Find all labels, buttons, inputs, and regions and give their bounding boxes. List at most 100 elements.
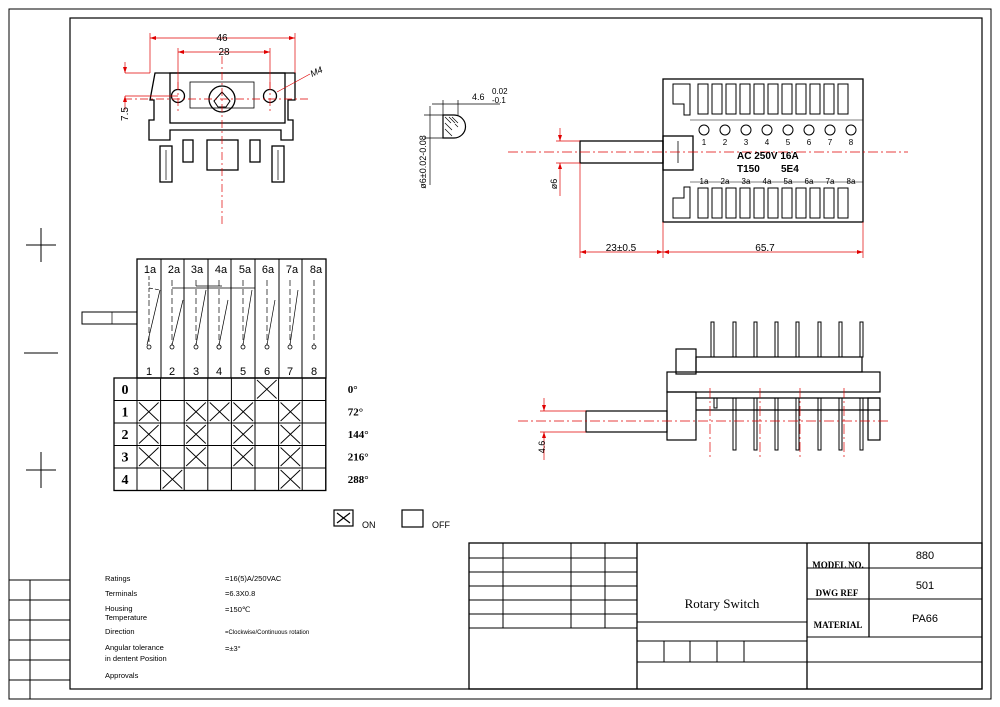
- spec-label-ratings: Ratings: [105, 574, 131, 583]
- schematic-top-labels: 1a 2a 3a 4a 5a 6a 7a 8a: [144, 264, 323, 276]
- table-position-label: 4: [122, 473, 129, 488]
- dim-shaft-dia-vertical: ø6±0.02-0.08: [418, 135, 428, 188]
- table-on-cross: [256, 379, 277, 399]
- schematic-bottom-label: 1: [146, 366, 152, 378]
- schematic-bottom-label: 2: [169, 366, 175, 378]
- side-pin-letter: 1a: [700, 177, 709, 186]
- side-pin-letter: 6a: [805, 177, 814, 186]
- material-label: MATERIAL: [814, 620, 863, 630]
- table-on-cross: [138, 424, 159, 444]
- table-on-cross: [209, 402, 230, 422]
- side-pin-number: 5: [786, 138, 791, 147]
- table-on-cross: [138, 402, 159, 422]
- spec-label-approvals: Approvals: [105, 671, 139, 680]
- legend-on-box: [333, 509, 354, 527]
- sheet-border-outer: [8, 8, 992, 700]
- drawing-title: Rotary Switch: [685, 596, 760, 611]
- left-margin-blocks: [9, 579, 70, 699]
- side-pin-number: 6: [807, 138, 812, 147]
- table-on-cross: [280, 447, 301, 467]
- table-on-cross: [185, 447, 207, 467]
- table-angle-label: 72°: [348, 407, 363, 419]
- model-label: MODEL NO.: [812, 560, 864, 570]
- schematic-bottom-label: 3: [193, 366, 199, 378]
- spec-value-housing: =150℃: [225, 605, 251, 614]
- title-block: [468, 542, 983, 690]
- shaft-section-dims: [424, 100, 500, 185]
- side-pin-number: 4: [765, 138, 770, 147]
- spec-label-terminals: Terminals: [105, 589, 137, 598]
- spec-value-direction: =Clockwise/Continuous rotation: [225, 630, 309, 636]
- schematic-bottom-label: 5: [240, 366, 246, 378]
- front-view: [148, 72, 296, 183]
- schematic-top-label: 2a: [168, 264, 181, 276]
- schematic-top-label: 7a: [286, 264, 299, 276]
- side-view: [579, 78, 864, 223]
- table-position-label: 3: [122, 451, 129, 466]
- dwg-label: DWG REF: [816, 588, 859, 598]
- dim-shaft-dia-side: ø6: [549, 179, 559, 190]
- table-on-cross: [138, 447, 159, 467]
- model-value: 880: [916, 550, 934, 562]
- schematic-terminal-dots: [146, 344, 317, 350]
- side-view-dim-arrows: [558, 135, 863, 254]
- side-pin-numbers: 1 2 3 4 5 6 7 8: [702, 138, 854, 147]
- dim-7-5: 7.5: [120, 107, 131, 121]
- table-on-cross: [185, 402, 207, 422]
- side-pin-number: 8: [849, 138, 854, 147]
- rating-line-1: AC 250V 16A: [737, 151, 799, 162]
- table-on-cross: [280, 424, 301, 444]
- rating-line-2b: 5E4: [781, 164, 799, 175]
- table-on-cross: [233, 447, 254, 467]
- dim-46: 46: [216, 33, 228, 44]
- legend-on-label: ON: [362, 520, 376, 530]
- table-angle-label: 216°: [348, 452, 369, 464]
- legend-off-box: [401, 509, 424, 528]
- schematic-bottom-labels: 1 2 3 4 5 6 7 8: [146, 366, 317, 378]
- side-pin-number: 2: [723, 138, 728, 147]
- bottom-view: [585, 321, 881, 451]
- table-on-cross: [162, 469, 183, 489]
- dwg-value: 501: [916, 580, 934, 592]
- schematic-top-label: 3a: [191, 264, 204, 276]
- front-dimensions: [124, 33, 311, 110]
- dim-shaft-flat-tol-up: 0.02: [492, 87, 508, 96]
- schematic: [81, 258, 327, 379]
- table-position-label: 1: [122, 406, 129, 421]
- bottom-view-dim-arrows: [542, 405, 546, 438]
- schematic-top-label: 1a: [144, 264, 157, 276]
- dim-shaft-length: 23±0.5: [606, 243, 637, 254]
- table-angle-label: 288°: [348, 474, 369, 486]
- side-pin-number: 1: [702, 138, 707, 147]
- table-angle-label: 0°: [348, 384, 358, 396]
- side-pin-letter: 3a: [742, 177, 751, 186]
- table-angle-label: 144°: [348, 429, 369, 441]
- material-value: PA66: [912, 613, 938, 625]
- side-pin-letter: 4a: [763, 177, 772, 186]
- front-dimension-arrows: [123, 36, 295, 102]
- side-pin-number: 7: [828, 138, 833, 147]
- side-pin-number: 3: [744, 138, 749, 147]
- schematic-bottom-label: 4: [216, 366, 222, 378]
- dim-shaft-flat-side: 4.6: [537, 441, 547, 454]
- table-on-cross: [233, 424, 254, 444]
- schematic-bottom-label: 6: [264, 366, 270, 378]
- schematic-top-label: 6a: [262, 264, 275, 276]
- dim-body-length: 65.7: [755, 243, 775, 254]
- table-outline: [113, 377, 327, 492]
- spec-value-angular: =±3°: [225, 644, 241, 653]
- dim-m4: M4: [309, 64, 325, 78]
- side-pin-letter: 5a: [784, 177, 793, 186]
- registration-marks: [24, 228, 58, 488]
- schematic-bottom-label: 7: [287, 366, 293, 378]
- schematic-top-label: 4a: [215, 264, 228, 276]
- spec-value-terminals: =6.3X0.8: [225, 589, 255, 598]
- spec-value-ratings: =16(5)A/250VAC: [225, 574, 282, 583]
- table-on-cross: [280, 469, 301, 489]
- side-view-dims: [556, 128, 864, 258]
- legend-off-label: OFF: [432, 520, 450, 530]
